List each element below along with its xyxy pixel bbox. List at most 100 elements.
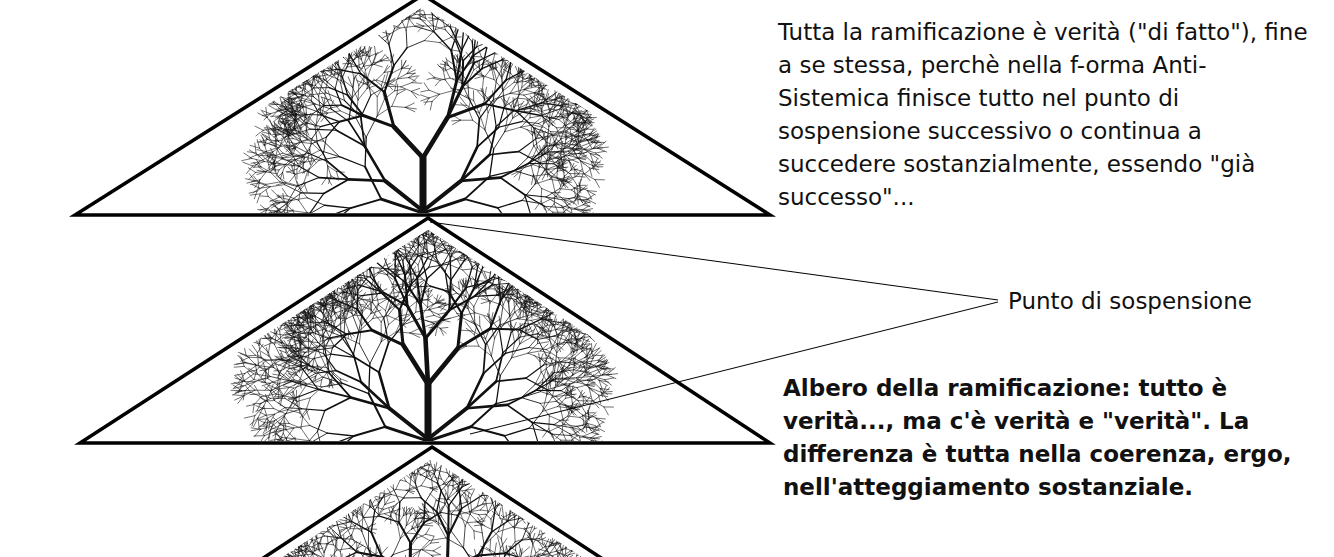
tree-branch bbox=[335, 75, 338, 89]
tree-branch bbox=[257, 140, 259, 149]
tree-branch bbox=[298, 254, 299, 263]
tree-branch bbox=[328, 247, 337, 249]
tree-branch bbox=[325, 58, 331, 61]
tree-branch bbox=[297, 81, 303, 86]
tree-branch bbox=[299, 74, 307, 77]
tree-branch bbox=[367, 47, 372, 55]
tree-branch bbox=[424, 41, 439, 43]
tree-branch bbox=[520, 45, 529, 47]
tree-branch bbox=[266, 182, 280, 184]
tree-branch bbox=[476, 0, 478, 1]
tree-branch bbox=[255, 126, 263, 130]
tree-branch bbox=[313, 67, 321, 69]
tree-branch bbox=[256, 153, 264, 161]
tree-branch bbox=[347, 23, 350, 37]
tree-branch bbox=[319, 51, 329, 53]
tree-branch bbox=[493, 42, 495, 52]
tree-branch bbox=[310, 129, 336, 130]
tree-branch bbox=[351, 65, 354, 78]
tree-branch bbox=[535, 40, 541, 45]
tree-branch bbox=[270, 94, 279, 96]
tree-branch bbox=[495, 0, 506, 6]
tree-branch bbox=[430, 19, 438, 21]
tree-branch bbox=[571, 79, 576, 86]
tree-branch bbox=[330, 12, 334, 19]
tree-branch bbox=[470, 0, 475, 11]
tree-branch bbox=[481, 57, 492, 64]
tree-branch bbox=[273, 218, 275, 224]
tree-branch bbox=[267, 224, 274, 227]
tree-branch bbox=[489, 8, 496, 11]
tree-branch bbox=[560, 55, 567, 63]
tree-branch bbox=[517, 14, 525, 24]
tree-branch bbox=[303, 159, 308, 164]
tree-branch bbox=[310, 93, 326, 95]
tree-branch bbox=[349, 179, 385, 181]
tree-branch bbox=[461, 4, 465, 14]
tree-branch bbox=[367, 15, 374, 22]
tree-branch bbox=[497, 18, 502, 23]
tree-branch bbox=[580, 73, 588, 78]
tree-branch bbox=[351, 42, 353, 48]
tree-branch bbox=[325, 64, 331, 72]
tree-branch bbox=[259, 103, 269, 108]
tree-branch bbox=[501, 20, 502, 30]
tree-branch bbox=[334, 18, 339, 26]
tree-branch bbox=[452, 0, 461, 8]
tree-branch bbox=[516, 22, 522, 28]
tree-branch bbox=[513, 19, 514, 26]
tree-branch bbox=[324, 16, 325, 24]
tree-branch bbox=[309, 28, 315, 33]
tree-branch bbox=[290, 251, 296, 257]
tree-branch bbox=[299, 256, 304, 264]
tree-branch bbox=[522, 19, 523, 26]
tree-branch bbox=[541, 42, 550, 43]
tree-branch bbox=[489, 14, 491, 23]
tree-branch bbox=[501, 7, 508, 16]
tree-branch bbox=[533, 33, 541, 36]
tree-branch bbox=[400, 26, 415, 28]
tree-branch bbox=[318, 244, 319, 255]
tree-branch bbox=[566, 41, 576, 45]
tree-branch bbox=[324, 39, 327, 45]
tree-branch bbox=[318, 48, 322, 53]
tree-branch bbox=[542, 54, 547, 61]
tree-branch bbox=[519, 25, 526, 27]
tree-branch bbox=[268, 97, 274, 102]
tree-branch bbox=[361, 19, 365, 28]
tree-branch bbox=[305, 74, 307, 80]
tree-branch bbox=[449, 21, 461, 28]
tree-branch bbox=[525, 4, 526, 14]
tree-branch bbox=[507, 24, 514, 30]
tree-branch bbox=[262, 111, 270, 114]
tree-branch bbox=[384, 71, 392, 72]
tree-branch bbox=[544, 12, 549, 21]
tree-branch bbox=[368, 3, 372, 11]
tree-branch bbox=[484, 13, 489, 21]
tree-branch bbox=[442, 18, 445, 30]
tree-branch bbox=[497, 14, 503, 20]
tree-branch bbox=[524, 37, 534, 39]
tree-branch bbox=[402, 65, 409, 69]
tree-branch bbox=[318, 244, 328, 249]
tree-branch bbox=[327, 15, 334, 19]
tree-branch bbox=[503, 21, 512, 27]
tree-branch bbox=[528, 69, 538, 72]
tree-branch bbox=[332, 55, 336, 62]
tree-branch bbox=[307, 77, 315, 83]
tree-branch bbox=[323, 137, 326, 153]
tree-branch bbox=[501, 13, 503, 19]
tree-branch bbox=[339, 8, 345, 14]
tree-branch bbox=[317, 81, 326, 93]
tree-branch bbox=[411, 88, 419, 91]
tree-branch bbox=[485, 5, 487, 15]
tree-branch bbox=[287, 82, 296, 84]
tree-branch bbox=[298, 40, 307, 50]
tree-branch bbox=[536, 40, 544, 43]
tree-branch bbox=[304, 38, 312, 41]
tree-branch bbox=[268, 161, 275, 169]
tree-branch bbox=[284, 101, 291, 103]
tree-branch bbox=[291, 81, 298, 82]
tree-branch bbox=[363, 9, 368, 15]
tree-branch bbox=[303, 150, 310, 156]
